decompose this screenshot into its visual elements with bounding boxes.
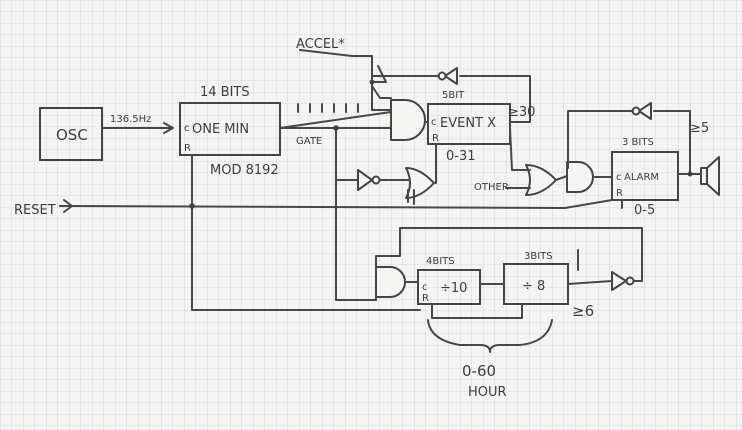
accel-label: ACCEL* [296,37,345,52]
one-min-label: ONE MIN [192,122,249,137]
ge5-label: ≥5 [690,121,709,136]
accel-and-gate [390,99,426,141]
div8-label: ÷ 8 [522,279,545,294]
bits3-div8-label: 3BITS [524,251,553,262]
alarm-feedback-wire [653,110,691,175]
hour-and-gate [375,266,406,298]
or-to-event-reset [433,143,437,184]
gate-bus [279,111,392,129]
div10-counter-box [417,269,481,305]
event-feedback-wire [459,75,531,123]
gate-inverter-bubble [371,175,381,185]
hour-label: HOUR [468,385,507,400]
mod-label: MOD 8192 [210,163,279,178]
range031-label: 0-31 [446,149,476,164]
speaker-icon [700,156,720,196]
ge6-label: ≥6 [572,302,594,320]
alarm-label: ALARM [624,172,659,183]
bus-ticks [297,103,359,113]
hour-feedback-wire [375,227,643,282]
osc-label: OSC [56,126,88,144]
bit5-label: 5BIT [442,90,465,101]
alarm-and-gate [566,161,594,193]
or-to-alarm-and [555,175,568,181]
alarm-feedback-inverter [638,102,652,120]
one-min-clock-label: c [184,123,190,134]
junctions [189,79,693,209]
hour-brace [427,319,553,353]
bits4-label: 4BITS [426,256,455,267]
counter-reset-bus [431,303,523,319]
alarm-clock-label: c [616,172,622,183]
event-label: EVENT X [440,116,496,131]
ge30-label: ≥30 [508,105,535,120]
div8-to-inverter [567,280,613,285]
osc-arrow [163,122,174,134]
bits3-alarm-label: 3 BITS [622,137,654,148]
div10-reset-label: R [422,293,429,304]
accel-wire [299,49,392,111]
range05-label: 0-5 [634,203,655,218]
alarm-reset-label: R [616,188,623,199]
or-inputs [407,189,415,205]
frequency-label: 136.5Hz [110,114,151,125]
reset-label: RESET [14,203,56,218]
hour-inverter-bubble [625,276,635,286]
gate-label: GATE [296,136,322,147]
gate-to-hour-and [335,127,377,301]
event-counter-box [427,103,511,145]
div10-clock-label: c [422,282,428,293]
event-reset-label: R [432,133,439,144]
osc-box [39,107,103,161]
other-label: OTHER [474,182,509,193]
event-clock-label: c [431,117,437,128]
range060-label: 0-60 [462,362,496,380]
reset-wire [71,199,613,209]
event-feedback-inverter [444,67,458,85]
event-to-other-or [509,127,531,171]
other-or-gate [525,164,557,196]
div10-label: ÷10 [440,281,467,296]
one-min-reset-label: R [184,143,191,154]
bits14-label: 14 BITS [200,85,250,100]
alarm-feedback-return [567,110,634,169]
